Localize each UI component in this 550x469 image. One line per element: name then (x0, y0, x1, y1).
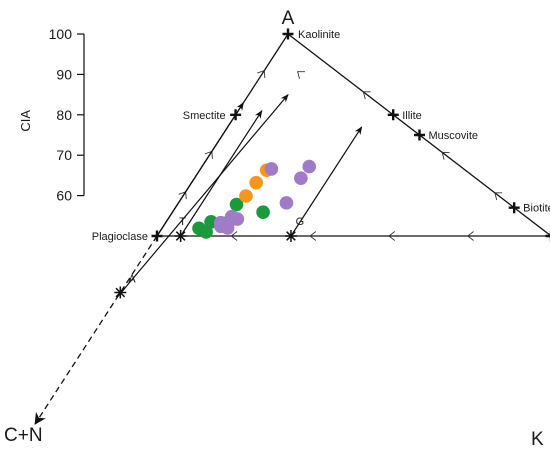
edge-tick-right-1 (362, 91, 371, 100)
trend-arrow (156, 101, 244, 237)
triangle-frame (34, 33, 550, 425)
cia-tick-label: 80 (56, 107, 72, 123)
cia-tick-label: 90 (56, 66, 72, 82)
mineral-markers (114, 28, 550, 299)
edge-tick-left-0 (257, 70, 266, 79)
mineral-label: Biotite (523, 203, 550, 215)
data-point (249, 175, 263, 190)
cn-corner-dashed-arrow (34, 235, 158, 425)
data-point (279, 196, 294, 210)
mineral-label: Illite (402, 110, 422, 122)
reference-asterisk (174, 230, 187, 242)
mineral-label: Smectite (183, 110, 226, 122)
mineral-plus-marker (414, 129, 425, 141)
cia-tick-label: 60 (56, 188, 72, 204)
mineral-plus-marker (545, 230, 550, 242)
edge-tick-base-3 (466, 231, 474, 241)
reference-label: T (179, 216, 186, 228)
data-point (239, 189, 253, 203)
mineral-label: Kaolinite (298, 29, 340, 41)
reference-label: G (296, 216, 305, 228)
edge-tick-base-1 (309, 231, 317, 241)
edge-tick-right-3 (494, 192, 503, 201)
apex-label-cn: C+N (4, 425, 43, 446)
mineral-plus-marker (230, 109, 242, 121)
cia-axis-title: CIA (18, 110, 33, 132)
mineral-plus-marker (282, 28, 294, 40)
reference-asterisk (284, 230, 297, 242)
data-point (229, 197, 244, 212)
trend-arrow (117, 93, 289, 297)
mineral-label: Plagioclase (92, 231, 148, 243)
data-point (264, 162, 279, 176)
mineral-label: Muscovite (429, 130, 479, 142)
reference-label: A (128, 274, 136, 286)
trend-arrow (290, 126, 363, 237)
cia-tick-label: 100 (49, 26, 73, 42)
data-point (294, 171, 308, 186)
mineral-plus-marker (151, 230, 163, 242)
reference-asterisk (114, 286, 127, 299)
data-point (302, 159, 317, 174)
edge-tick-right-0 (297, 71, 306, 79)
cia-tick-label: 70 (56, 147, 72, 163)
data-point (256, 205, 270, 219)
apex-label-a: A (282, 8, 295, 29)
edge-tick-right-2 (441, 152, 450, 160)
edge-tick-base-0 (230, 231, 238, 241)
data-point (220, 221, 235, 235)
trend-arrows (117, 93, 363, 297)
data-point (199, 225, 213, 239)
data-point (230, 212, 245, 226)
edge-tick-base-2 (388, 231, 396, 241)
mineral-plus-marker (508, 202, 520, 214)
data-points (192, 159, 317, 239)
mineral-plus-marker (387, 109, 399, 121)
apex-label-k: K (531, 429, 544, 450)
